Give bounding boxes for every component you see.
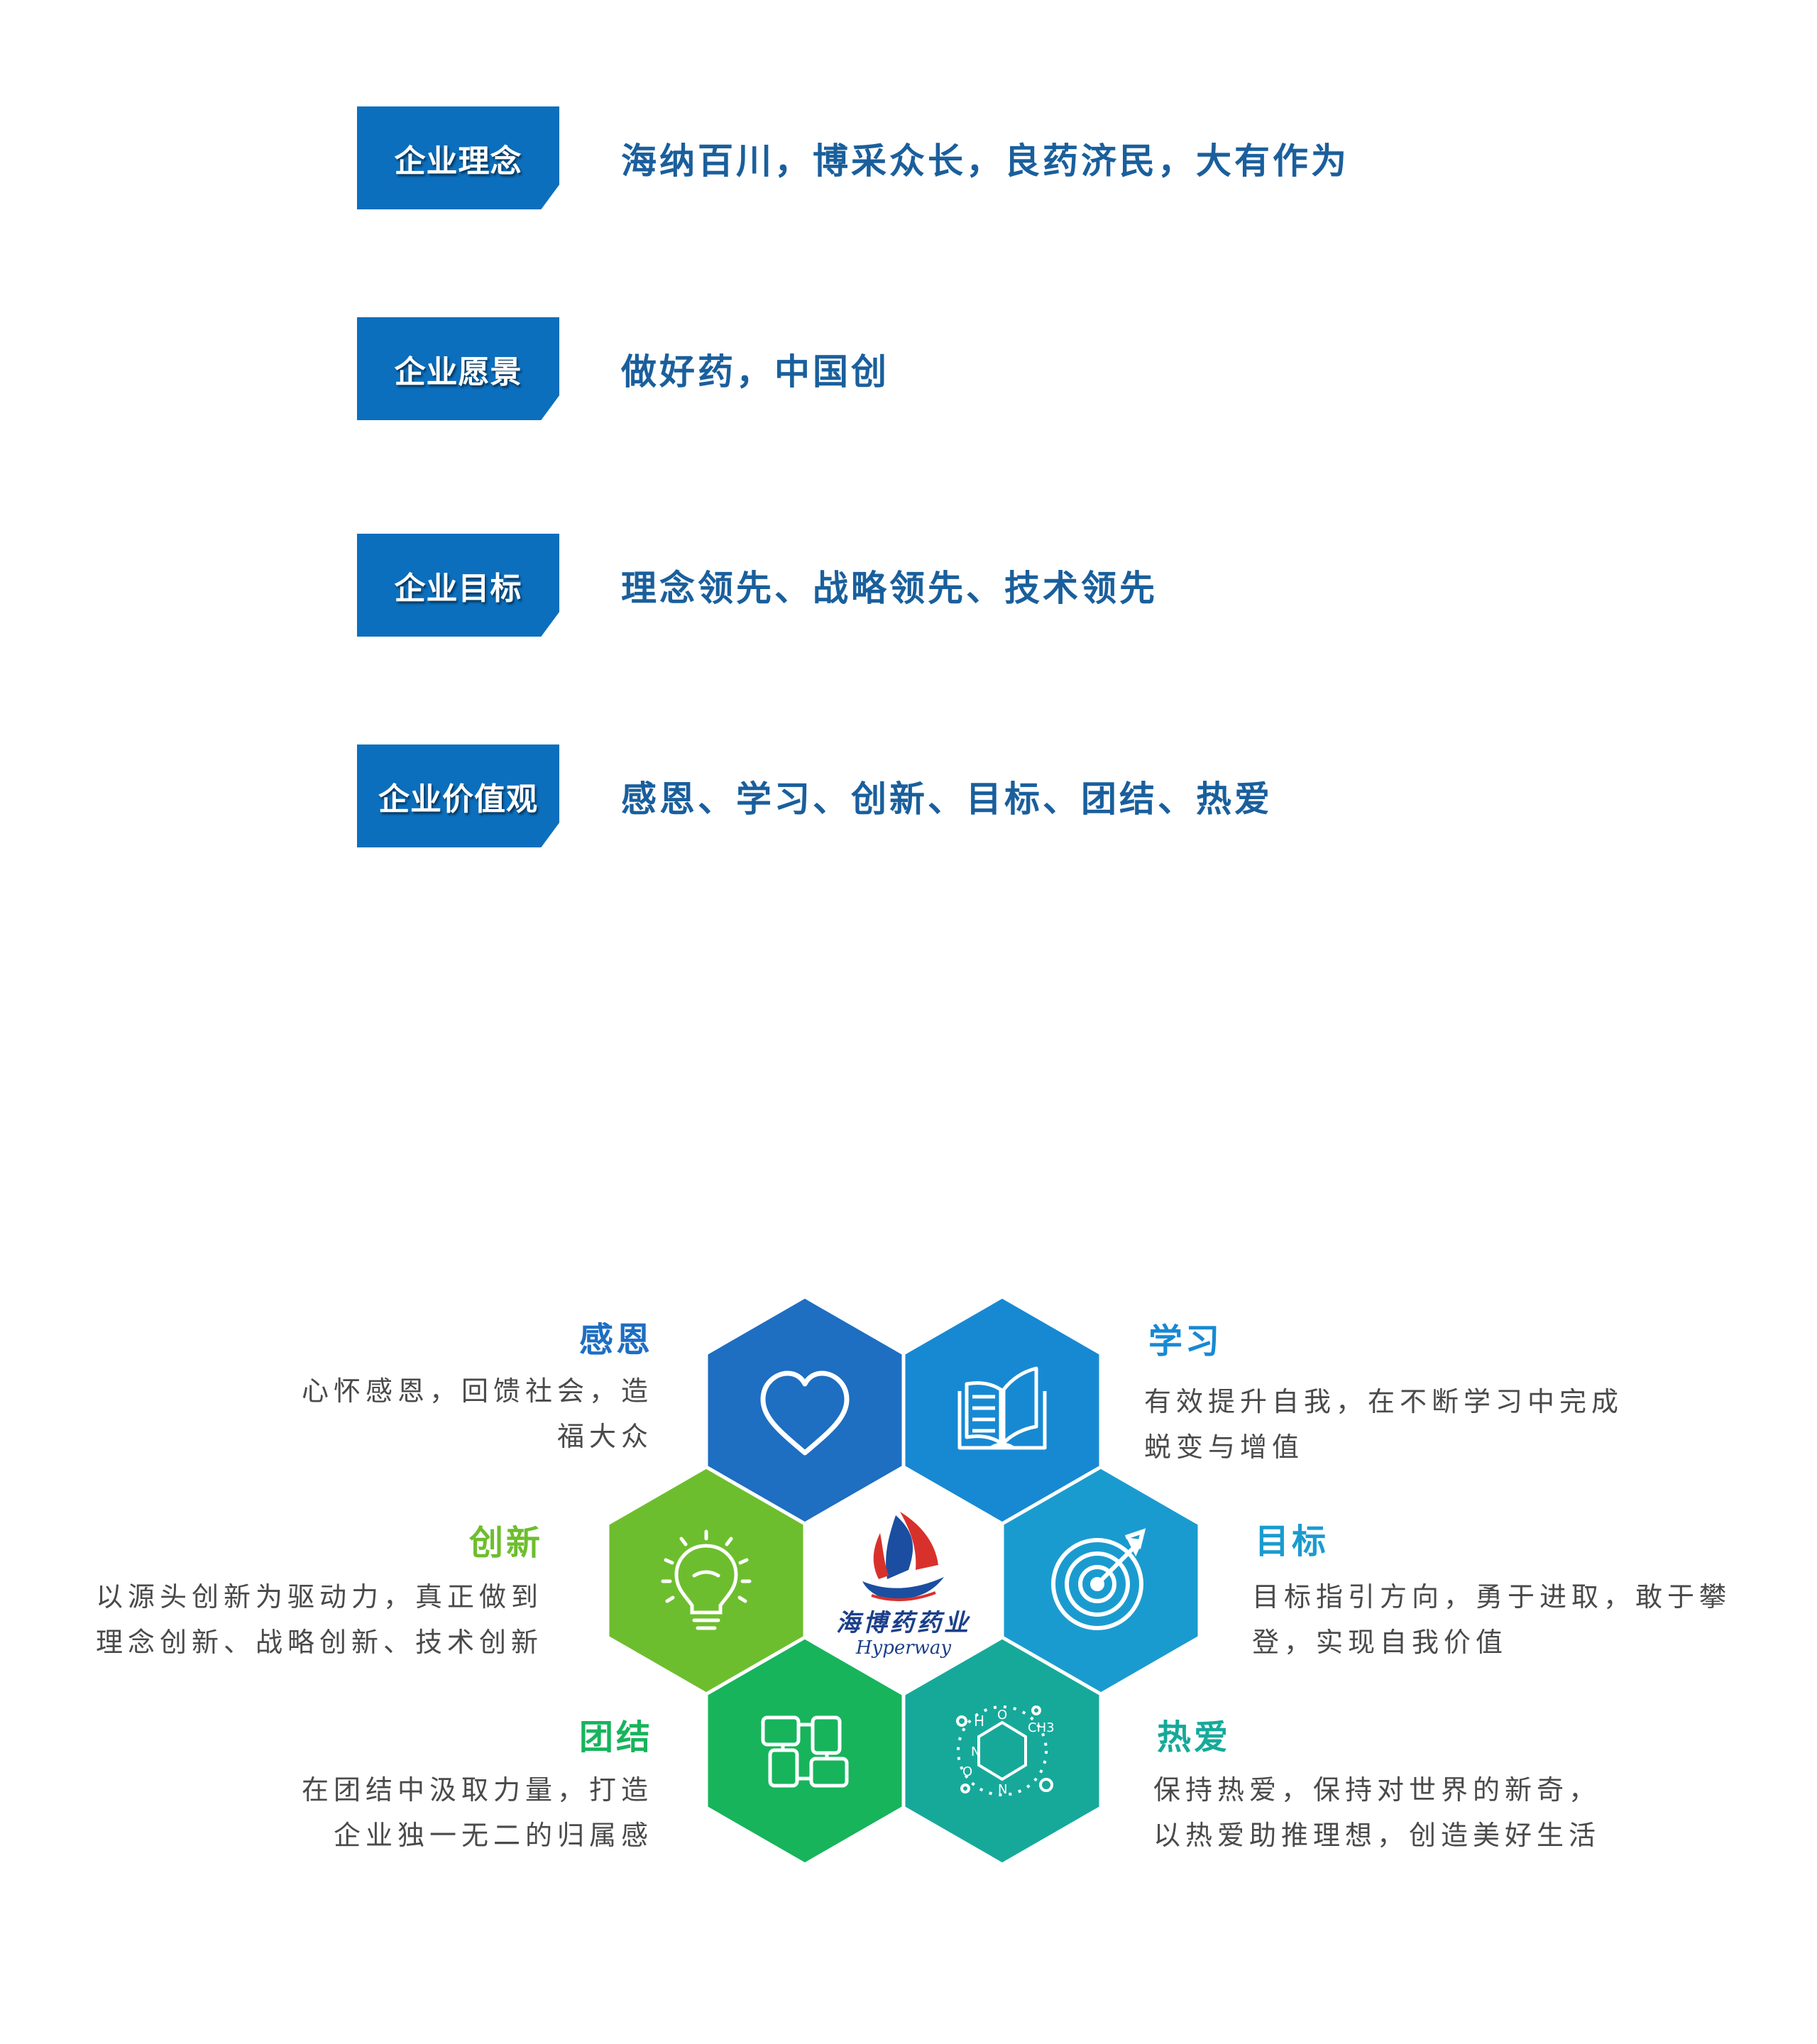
culture-label: 企业愿景 (394, 353, 522, 390)
molecule-icon: H CH3 N N O O (956, 1705, 1055, 1797)
hands-icon (761, 1715, 849, 1788)
culture-label: 企业目标 (394, 570, 522, 607)
culture-label: 企业理念 (394, 143, 522, 180)
culture-text: 理念领先、战略领先、技术领先 (621, 567, 1158, 609)
hex-passion (901, 1635, 1103, 1867)
svg-text:O: O (962, 1764, 972, 1779)
culture-label-box: 企业价值观 (357, 744, 559, 847)
culture-text: 感恩、学习、创新、目标、团结、热爱 (621, 778, 1273, 820)
culture-label-box: 企业目标 (357, 534, 559, 637)
svg-text:CH3: CH3 (1028, 1720, 1055, 1735)
svg-text:N: N (998, 1782, 1007, 1797)
culture-label: 企业价值观 (378, 781, 538, 818)
culture-label-box: 企业理念 (357, 106, 559, 209)
lightbulb-icon (661, 1529, 752, 1630)
culture-label-box: 企业愿景 (357, 317, 559, 420)
culture-row-philosophy: 企业理念 海纳百川，博采众长，良药济民，大有作为 (0, 106, 1817, 209)
book-icon (957, 1366, 1047, 1450)
svg-text:O: O (997, 1708, 1007, 1722)
culture-row-goal: 企业目标 理念领先、战略领先、技术领先 (0, 534, 1817, 637)
target-icon (1051, 1528, 1146, 1630)
company-logo: 海博药药业 Hyperway (836, 1512, 971, 1659)
logo-english: Hyperway (855, 1637, 952, 1659)
culture-row-values: 企业价值观 感恩、学习、创新、目标、团结、热爱 (0, 744, 1817, 847)
heart-icon (760, 1370, 850, 1456)
culture-text: 做好药，中国创 (621, 351, 889, 392)
culture-row-vision: 企业愿景 做好药，中国创 (0, 317, 1817, 420)
svg-text:N: N (971, 1744, 980, 1759)
svg-text:H: H (974, 1713, 984, 1730)
culture-text: 海纳百川，博采众长，良药济民，大有作为 (621, 140, 1349, 182)
logo-name: 海博药药业 (836, 1609, 971, 1637)
